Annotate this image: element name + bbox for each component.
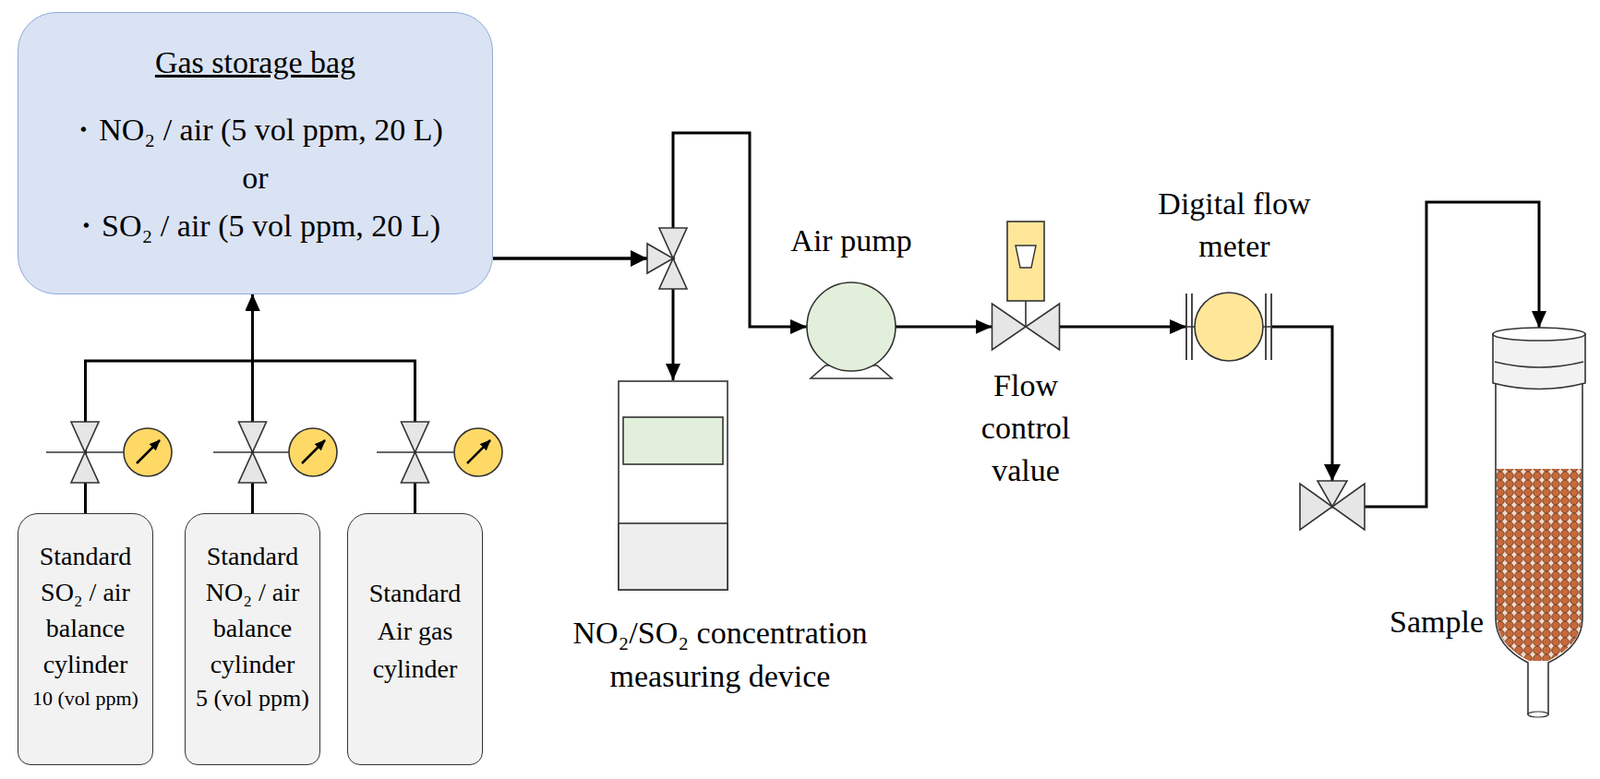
node-text: 10 (vol ppm) (25, 682, 145, 716)
node-label: Sample (1384, 600, 1489, 645)
flow-connector (1059, 325, 1188, 329)
node-text: ・NO₂ / air (5 vol ppm, 20 L) (27, 106, 483, 155)
node-label: Standard SO₂ / air balance cylinder (25, 538, 145, 683)
node-label: Digital flow meter (1128, 182, 1341, 268)
cylinder-valve (213, 421, 337, 483)
three-way-valve (1299, 464, 1365, 530)
flow-connector (85, 294, 253, 514)
gas-cylinder: Standard Air gas cylinder (347, 513, 483, 766)
air-pump: Air pump (777, 217, 926, 383)
node-label: Standard NO₂ / air balance cylinder (192, 538, 313, 683)
flow-meter-symbol (1128, 286, 1341, 370)
measuring-device-body (617, 380, 729, 591)
flow-connector (493, 132, 807, 327)
flow-connector (252, 294, 416, 514)
digital-flow-meter: Digital flow meter (1128, 182, 1341, 370)
node-label: Gas storage bag (27, 38, 483, 87)
flow-connector (895, 325, 993, 329)
node-label: Standard Air gas cylinder (355, 574, 475, 688)
three-way-valve (630, 228, 687, 289)
node-label: NO₂/SO₂ concentration measuring device (544, 611, 896, 698)
air-pump-symbol (777, 269, 926, 383)
gas-cylinder: Standard SO₂ / air balance cylinder10 (v… (17, 513, 154, 766)
cylinder-valve (46, 421, 172, 483)
node-text: or (27, 154, 483, 203)
sample-column: Sample (1384, 313, 1596, 721)
measuring-device: NO₂/SO₂ concentration measuring device (544, 380, 896, 699)
cylinder-valve (376, 421, 503, 483)
flow-control-valve: Flow control value (957, 217, 1095, 495)
flow-control-valve-symbol (957, 217, 1095, 357)
node-label: Flow control value (957, 364, 1095, 493)
sample-column (1384, 313, 1596, 721)
node-text: ・SO₂ / air (5 vol ppm, 20 L) (27, 202, 483, 251)
node-text: 5 (vol ppm) (192, 682, 313, 716)
flow-connector (493, 258, 674, 381)
node-label: Air pump (777, 217, 926, 265)
gas-storage-bag: Gas storage bag ・NO₂ / air (5 vol ppm, 20… (17, 12, 494, 295)
gas-cylinder: Standard NO₂ / air balance cylinder5 (vo… (184, 513, 321, 766)
